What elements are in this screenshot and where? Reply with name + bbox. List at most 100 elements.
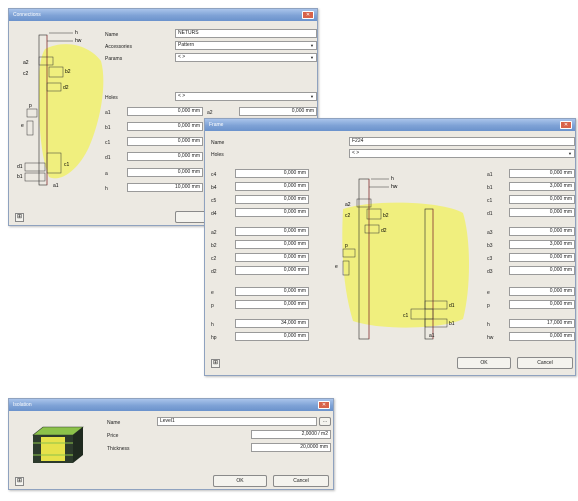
chevron-down-icon[interactable]: ▼	[310, 55, 314, 60]
frame-c1-label: c1	[487, 198, 493, 204]
frame-h-label: h	[211, 322, 214, 328]
frame-titlebar: Frame ✕	[205, 119, 575, 131]
diagram-label-a1: a1	[53, 183, 59, 189]
frame-c2-label: c2	[211, 256, 217, 262]
frame-b3-label: b3	[487, 243, 493, 249]
frame-diagram-b1: b1	[449, 321, 455, 327]
frame-c4-label: c4	[211, 172, 217, 178]
frame-a1-field[interactable]: 0,000 mm	[509, 169, 575, 178]
isolation-price-label: Price	[107, 433, 119, 439]
close-icon[interactable]: ✕	[302, 11, 314, 19]
frame-c4-field[interactable]: 0,000 mm	[235, 169, 309, 178]
a-field[interactable]: 0,000 mm	[127, 168, 203, 177]
connections-profile-drawing: h hw a2 c2 b2 d2 p e d1 b1 c1 a1	[17, 30, 104, 189]
chevron-down-icon[interactable]: ▼	[310, 43, 314, 48]
c1-label: c1	[105, 140, 111, 146]
frame-b1-field[interactable]: 3,000 mm	[509, 182, 575, 191]
diagram-label-d1: d1	[17, 164, 23, 170]
frame-title: Frame	[209, 122, 224, 128]
frame-p-field[interactable]: 0,000 mm	[235, 300, 309, 309]
holes-select[interactable]: < > ▼	[175, 92, 317, 101]
diagram-label-c2: c2	[23, 71, 29, 77]
diagram-label-hw: hw	[75, 38, 82, 44]
frame-diagram-a1: a1	[429, 333, 435, 339]
frame-b2-field[interactable]: 0,000 mm	[235, 240, 309, 249]
calculator-icon[interactable]: ⊞	[211, 359, 220, 368]
frame-h-right-label: h	[487, 322, 490, 328]
frame-a2-field[interactable]: 0,000 mm	[235, 227, 309, 236]
close-icon[interactable]: ✕	[318, 401, 330, 409]
accessories-label: Accessories	[105, 44, 132, 50]
name-label: Name	[105, 32, 119, 38]
name-field[interactable]: NETURS	[175, 29, 317, 38]
a2-field[interactable]: 0,000 mm	[239, 107, 317, 116]
frame-a3-field[interactable]: 0,000 mm	[509, 227, 575, 236]
frame-c2-field[interactable]: 0,000 mm	[235, 253, 309, 262]
frame-b3-field[interactable]: 3,000 mm	[509, 240, 575, 249]
frame-p-right-field[interactable]: 0,000 mm	[509, 300, 575, 309]
frame-name-field[interactable]: F224	[349, 137, 575, 146]
c1-field[interactable]: 0,000 mm	[127, 137, 203, 146]
frame-diagram-p: p	[345, 243, 348, 249]
a-label: a	[105, 171, 108, 177]
a1-field[interactable]: 0,000 mm	[127, 107, 203, 116]
isolation-ok-button[interactable]: OK	[213, 475, 267, 487]
frame-c3-label: c3	[487, 256, 493, 262]
frame-diagram-c1: c1	[403, 313, 409, 319]
b1-label: b1	[105, 125, 111, 131]
frame-p-label: p	[211, 303, 214, 309]
frame-c5-field[interactable]: 0,000 mm	[235, 195, 309, 204]
frame-c3-field[interactable]: 0,000 mm	[509, 253, 575, 262]
h-field[interactable]: 10,000 mm	[127, 183, 203, 192]
isolation-price-field[interactable]: 2,0000 / m2	[251, 430, 331, 439]
frame-d4-field[interactable]: 0,000 mm	[235, 208, 309, 217]
diagram-label-b1: b1	[17, 174, 23, 180]
close-icon[interactable]: ✕	[560, 121, 572, 129]
frame-d1-field[interactable]: 0,000 mm	[509, 208, 575, 217]
d1-field[interactable]: 0,000 mm	[127, 152, 203, 161]
frame-ok-button[interactable]: OK	[457, 357, 511, 369]
isolation-name-field[interactable]: Level1	[157, 417, 317, 426]
chevron-down-icon[interactable]: ▼	[568, 151, 572, 156]
frame-e-right-label: e	[487, 290, 490, 296]
isolation-thickness-field[interactable]: 20,0000 mm	[251, 443, 331, 452]
params-select[interactable]: < > ▼	[175, 53, 317, 62]
frame-hp-field[interactable]: 0,000 mm	[235, 332, 309, 341]
frame-holes-value: < >	[352, 150, 360, 156]
frame-h-right-field[interactable]: 17,000 mm	[509, 319, 575, 328]
frame-diagram-b2: b2	[383, 213, 389, 219]
b1-field[interactable]: 0,000 mm	[127, 122, 203, 131]
frame-d3-field[interactable]: 0,000 mm	[509, 266, 575, 275]
frame-holes-select[interactable]: < > ▼	[349, 149, 575, 158]
calculator-icon[interactable]: ⊞	[15, 213, 24, 222]
frame-hw-label: hw	[487, 335, 494, 341]
frame-diagram-hw: hw	[391, 184, 398, 190]
h-label: h	[105, 186, 108, 192]
frame-d2-field[interactable]: 0,000 mm	[235, 266, 309, 275]
frame-cancel-button[interactable]: Cancel	[517, 357, 573, 369]
calculator-icon[interactable]: ⊞	[15, 477, 24, 486]
connections-title: Connections	[13, 12, 41, 18]
frame-b4-label: b4	[211, 185, 217, 191]
holes-value: < >	[178, 93, 186, 99]
isolation-cancel-button[interactable]: Cancel	[273, 475, 329, 487]
chevron-down-icon[interactable]: ▼	[310, 94, 314, 99]
frame-c1-field[interactable]: 0,000 mm	[509, 195, 575, 204]
frame-a1-label: a1	[487, 172, 493, 178]
frame-a3-label: a3	[487, 230, 493, 236]
frame-hp-label: hp	[211, 335, 217, 341]
frame-hw-field[interactable]: 0,000 mm	[509, 332, 575, 341]
a2-label: a2	[207, 110, 213, 116]
ellipsis-icon[interactable]: …	[319, 417, 331, 426]
accessories-value: Pattern	[178, 42, 195, 48]
isolation-thickness-label: Thickness	[107, 446, 130, 452]
accessories-select[interactable]: Pattern ▼	[175, 41, 317, 50]
frame-p-right-label: p	[487, 303, 490, 309]
a1-label: a1	[105, 110, 111, 116]
frame-d3-label: d3	[487, 269, 493, 275]
frame-b4-field[interactable]: 0,000 mm	[235, 182, 309, 191]
frame-e-field[interactable]: 0,000 mm	[235, 287, 309, 296]
frame-h-field[interactable]: 34,000 mm	[235, 319, 309, 328]
frame-e-right-field[interactable]: 0,000 mm	[509, 287, 575, 296]
frame-a2-label: a2	[211, 230, 217, 236]
